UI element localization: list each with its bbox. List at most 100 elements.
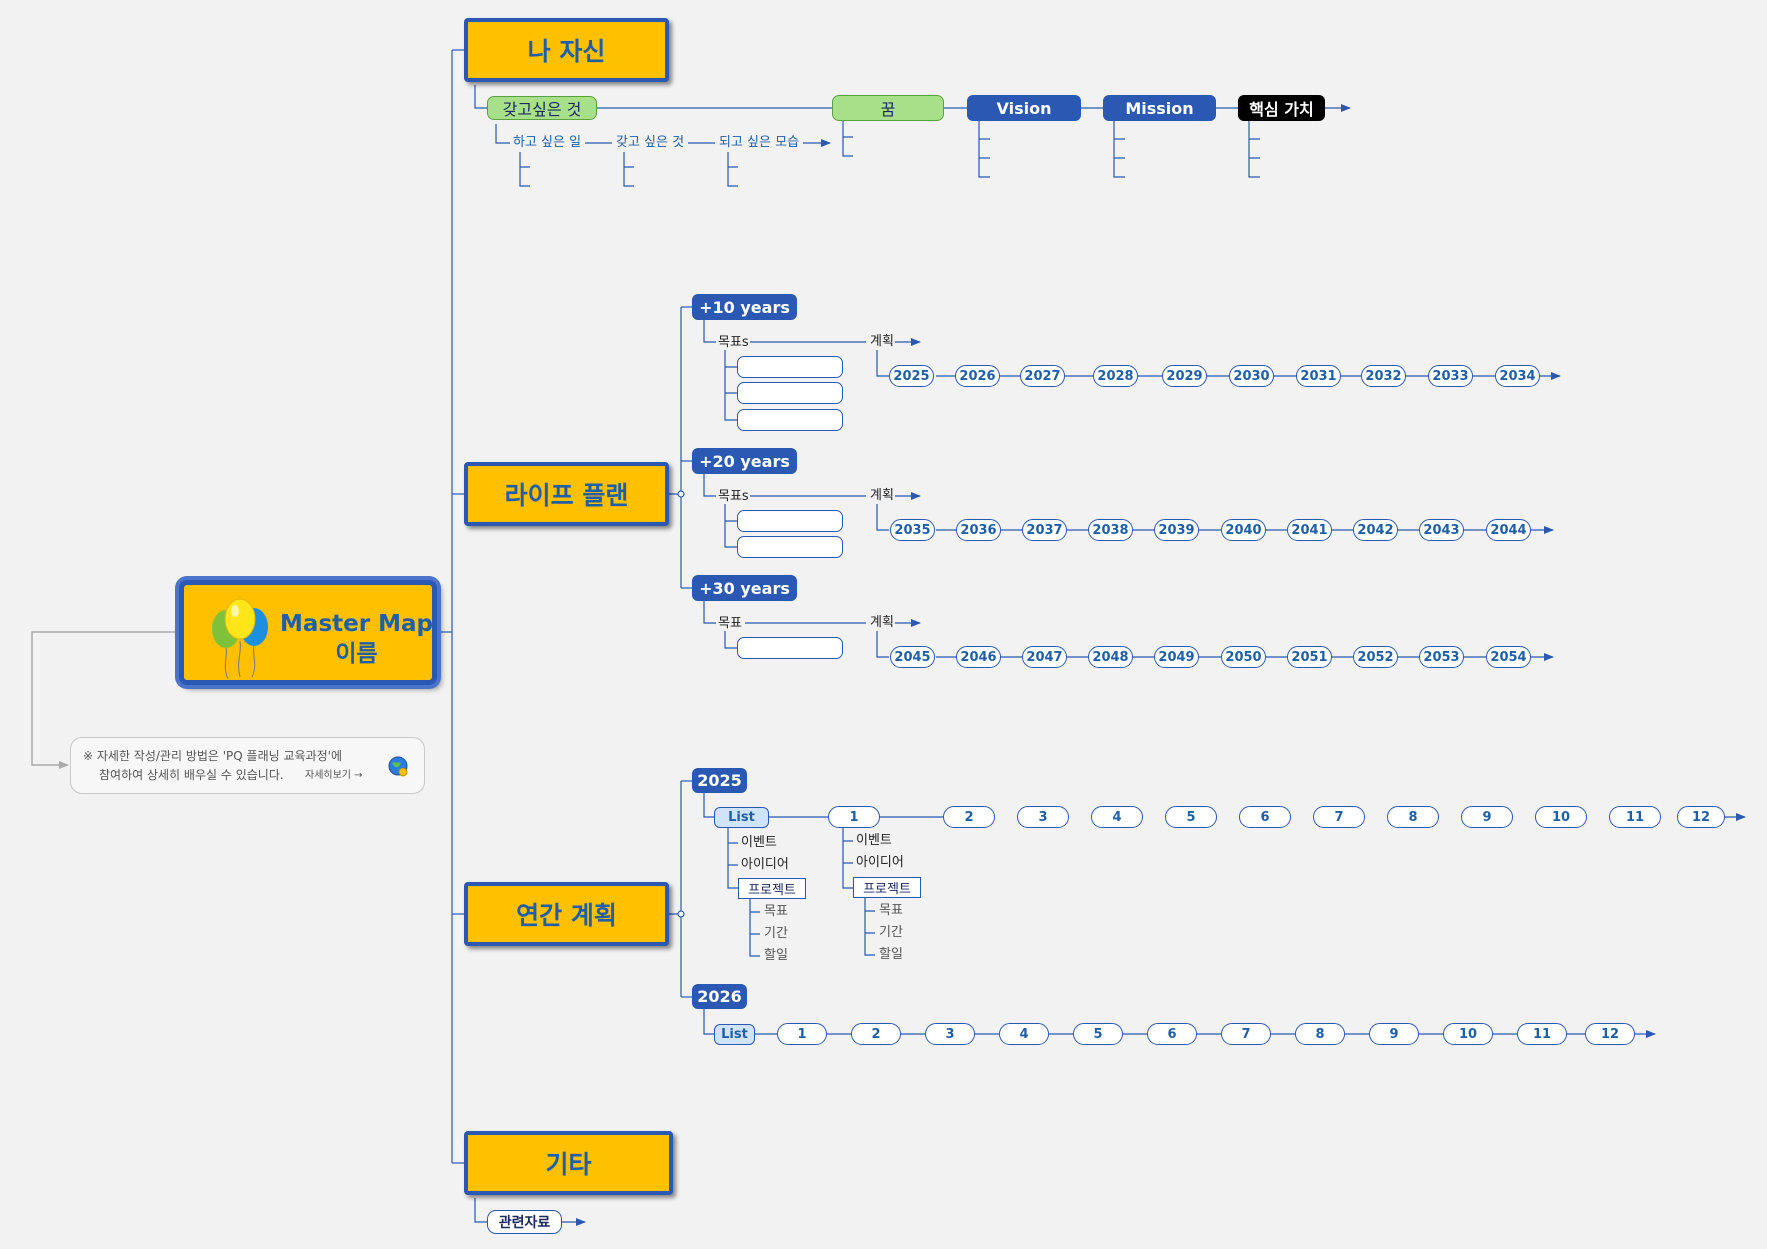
- plan-year-node[interactable]: 2031: [1296, 365, 1341, 387]
- plan-10[interactable]: 계획: [870, 334, 894, 349]
- year-2025[interactable]: 2025: [692, 768, 747, 793]
- plan-year-node[interactable]: 2045: [890, 646, 935, 668]
- plan-year-node[interactable]: 2051: [1287, 646, 1332, 668]
- month-node[interactable]: 7: [1313, 806, 1365, 828]
- month-node[interactable]: 2: [851, 1023, 901, 1045]
- plan-year-node[interactable]: 2036: [956, 519, 1001, 541]
- branch-annual-plan[interactable]: 연간 계획: [464, 882, 669, 946]
- todo-item[interactable]: 할일: [764, 948, 788, 963]
- month-node[interactable]: 9: [1369, 1023, 1419, 1045]
- idea-item[interactable]: 아이디어: [856, 855, 904, 870]
- plan-year-node[interactable]: 2038: [1088, 519, 1133, 541]
- month-node[interactable]: 6: [1239, 806, 1291, 828]
- project-item[interactable]: 프로젝트: [738, 878, 806, 899]
- plan-year-node[interactable]: 2032: [1361, 365, 1406, 387]
- plan-year-node[interactable]: 2049: [1154, 646, 1199, 668]
- plan-year-node[interactable]: 2028: [1093, 365, 1138, 387]
- plan-30[interactable]: 계획: [870, 615, 894, 630]
- month-node[interactable]: 11: [1609, 806, 1661, 828]
- month-node[interactable]: 10: [1535, 806, 1587, 828]
- month-node[interactable]: 6: [1147, 1023, 1197, 1045]
- branch-life-plan[interactable]: 라이프 플랜: [464, 462, 669, 526]
- month-node[interactable]: 1: [777, 1023, 827, 1045]
- root-node[interactable]: Master Map 이름: [179, 580, 437, 685]
- sub-have-want[interactable]: 갖고 싶은 것: [616, 135, 685, 150]
- year-2026[interactable]: 2026: [692, 984, 747, 1009]
- plan-year-node[interactable]: 2041: [1287, 519, 1332, 541]
- month-node[interactable]: 9: [1461, 806, 1513, 828]
- plan-20[interactable]: 계획: [870, 488, 894, 503]
- plan-year-node[interactable]: 2037: [1022, 519, 1067, 541]
- plan-year-node[interactable]: 2029: [1162, 365, 1207, 387]
- plus-30-years[interactable]: +30 years: [692, 575, 797, 601]
- goal-item[interactable]: 목표: [879, 903, 903, 918]
- list-2026[interactable]: List: [714, 1024, 755, 1045]
- sub-todo-want[interactable]: 하고 싶은 일: [513, 135, 582, 150]
- plan-year-node[interactable]: 2040: [1221, 519, 1266, 541]
- list-2025[interactable]: List: [714, 807, 769, 828]
- month-node[interactable]: 5: [1073, 1023, 1123, 1045]
- month-node[interactable]: 4: [1091, 806, 1143, 828]
- month-node[interactable]: 10: [1443, 1023, 1493, 1045]
- plan-year-node[interactable]: 2034: [1495, 365, 1540, 387]
- mission-node[interactable]: Mission: [1103, 95, 1216, 121]
- event-item[interactable]: 이벤트: [856, 833, 892, 848]
- plan-year-node[interactable]: 2047: [1022, 646, 1067, 668]
- period-item[interactable]: 기간: [764, 926, 788, 941]
- vision-node[interactable]: Vision: [967, 95, 1081, 121]
- month-node[interactable]: 3: [925, 1023, 975, 1045]
- dream-node[interactable]: 꿈: [832, 95, 944, 121]
- month-node[interactable]: 11: [1517, 1023, 1567, 1045]
- month-node[interactable]: 12: [1585, 1023, 1635, 1045]
- plus-10-years[interactable]: +10 years: [692, 294, 797, 320]
- todo-item[interactable]: 할일: [879, 947, 903, 962]
- goals-20[interactable]: 목표s: [718, 489, 749, 504]
- plan-year-node[interactable]: 2052: [1353, 646, 1398, 668]
- goal-item[interactable]: 목표: [764, 904, 788, 919]
- plan-year-node[interactable]: 2050: [1221, 646, 1266, 668]
- month-node[interactable]: 5: [1165, 806, 1217, 828]
- project-item[interactable]: 프로젝트: [853, 877, 921, 898]
- period-item[interactable]: 기간: [879, 925, 903, 940]
- info-note[interactable]: ※ 자세한 작성/관리 방법은 'PQ 플래닝 교육과정'에 참여하여 상세히 …: [70, 737, 425, 794]
- want-node[interactable]: 갖고싶은 것: [487, 96, 597, 120]
- plan-year-node[interactable]: 2053: [1419, 646, 1464, 668]
- month-node[interactable]: 8: [1387, 806, 1439, 828]
- plan-year-node[interactable]: 2030: [1229, 365, 1274, 387]
- plan-year-node[interactable]: 2046: [956, 646, 1001, 668]
- month-node[interactable]: 7: [1221, 1023, 1271, 1045]
- goal-box[interactable]: [737, 356, 843, 378]
- plan-year-node[interactable]: 2033: [1428, 365, 1473, 387]
- plan-year-node[interactable]: 2035: [890, 519, 935, 541]
- goal-box[interactable]: [737, 510, 843, 532]
- sub-be-want[interactable]: 되고 싶은 모습: [719, 135, 800, 150]
- goal-30[interactable]: 목표: [718, 616, 742, 631]
- branch-self[interactable]: 나 자신: [464, 18, 669, 82]
- plan-year-node[interactable]: 2048: [1088, 646, 1133, 668]
- plan-year-node[interactable]: 2026: [955, 365, 1000, 387]
- month-node[interactable]: 12: [1677, 806, 1725, 828]
- globe-icon[interactable]: [387, 755, 409, 777]
- month-node[interactable]: 1: [828, 806, 880, 828]
- plan-year-node[interactable]: 2027: [1020, 365, 1065, 387]
- month-node[interactable]: 8: [1295, 1023, 1345, 1045]
- month-node[interactable]: 2: [943, 806, 995, 828]
- goal-box[interactable]: [737, 382, 843, 404]
- month-node[interactable]: 4: [999, 1023, 1049, 1045]
- plan-year-node[interactable]: 2044: [1486, 519, 1531, 541]
- goal-box[interactable]: [737, 409, 843, 431]
- core-values-node[interactable]: 핵심 가치: [1238, 95, 1325, 121]
- goals-10[interactable]: 목표s: [718, 335, 749, 350]
- plan-year-node[interactable]: 2054: [1486, 646, 1531, 668]
- goal-box[interactable]: [737, 536, 843, 558]
- plan-year-node[interactable]: 2043: [1419, 519, 1464, 541]
- event-item[interactable]: 이벤트: [741, 835, 777, 850]
- month-node[interactable]: 3: [1017, 806, 1069, 828]
- plan-year-node[interactable]: 2025: [889, 365, 934, 387]
- idea-item[interactable]: 아이디어: [741, 857, 789, 872]
- goal-box[interactable]: [737, 637, 843, 659]
- plus-20-years[interactable]: +20 years: [692, 448, 797, 474]
- note-link[interactable]: 자세히보기 →: [305, 770, 363, 781]
- related-materials[interactable]: 관련자료: [487, 1210, 562, 1234]
- branch-etc[interactable]: 기타: [464, 1131, 673, 1195]
